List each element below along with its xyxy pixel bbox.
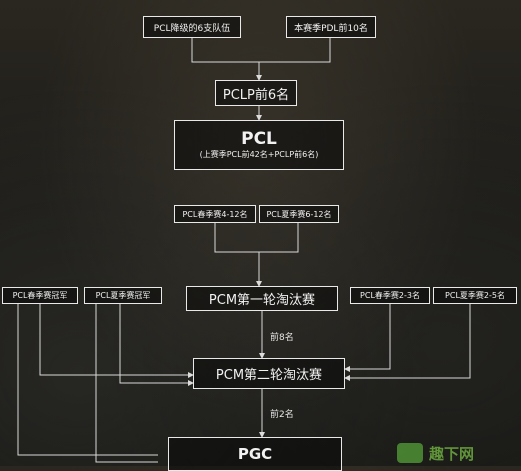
pcl-spring-4-12-box: PCL春季赛4-12名 — [174, 205, 256, 223]
pcl-summer-2-5-box: PCL夏季赛2-5名 — [433, 287, 517, 304]
pcl-summer-champion-box: PCL夏季赛冠军 — [84, 287, 162, 304]
pdl-top10-box: 本赛季PDL前10名 — [286, 16, 376, 38]
pcl-title: PCL — [241, 128, 277, 149]
pclp-top6-box: PCLP前6名 — [215, 80, 297, 106]
watermark-text: 趣下网 — [429, 444, 475, 463]
pcm-round1-box: PCM第一轮淘汰赛 — [186, 286, 338, 311]
pcl-relegated-teams-box: PCL降级的6支队伍 — [143, 16, 241, 38]
pcl-summer-6-12-box: PCL夏季赛6-12名 — [259, 205, 339, 223]
pgc-box: PGC — [168, 437, 342, 471]
site-watermark: 趣下网 — [397, 440, 517, 466]
pcm-round2-box: PCM第二轮淘汰赛 — [193, 358, 345, 389]
watermark-logo-icon — [397, 443, 423, 463]
top8-edge-label: 前8名 — [270, 333, 294, 343]
top2-edge-label: 前2名 — [270, 410, 294, 420]
pcl-subtitle: (上赛季PCL前42名+PCLP前6名) — [199, 149, 319, 159]
pcl-spring-2-3-box: PCL春季赛2-3名 — [350, 287, 430, 304]
pcl-box: PCL (上赛季PCL前42名+PCLP前6名) — [174, 120, 344, 170]
pcl-spring-champion-box: PCL春季赛冠军 — [2, 287, 78, 304]
